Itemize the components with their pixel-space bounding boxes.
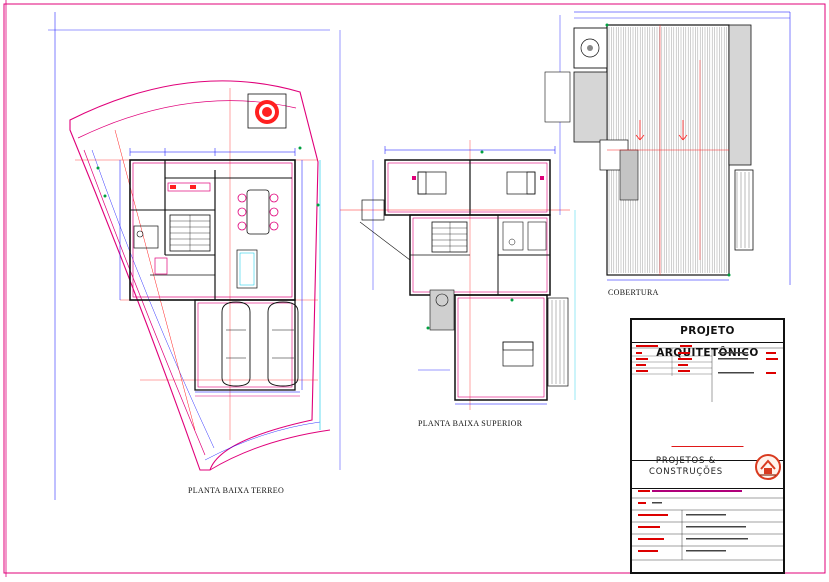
upper-floor-label: PLANTA BAIXA SUPERIOR (418, 419, 523, 428)
project-info-grid (632, 342, 783, 461)
car-outline (221, 301, 299, 387)
company-logo (755, 454, 781, 480)
roof-plan (544, 11, 791, 285)
title-block: PROJETO ARQUITETÔNICO (630, 318, 785, 574)
ground-floor-label: PLANTA BAIXA TERREO (188, 486, 285, 495)
company-brand: PROJETOS & CONSTRUÇÕES (632, 450, 783, 489)
roof-label: COBERTURA (608, 288, 659, 297)
project-title: PROJETO ARQUITETÔNICO (632, 320, 783, 359)
disclaimer-note: ▬▬▬▬▬▬▬▬▬▬▬▬▬▬▬▬▬▬▬▬▬▬▬▬ (671, 444, 744, 448)
sheet-info-rows (632, 488, 783, 572)
ground-floor-plan (48, 12, 341, 500)
company-name: PROJETOS & CONSTRUÇÕES (649, 456, 723, 477)
upper-floor-plan (340, 140, 570, 410)
